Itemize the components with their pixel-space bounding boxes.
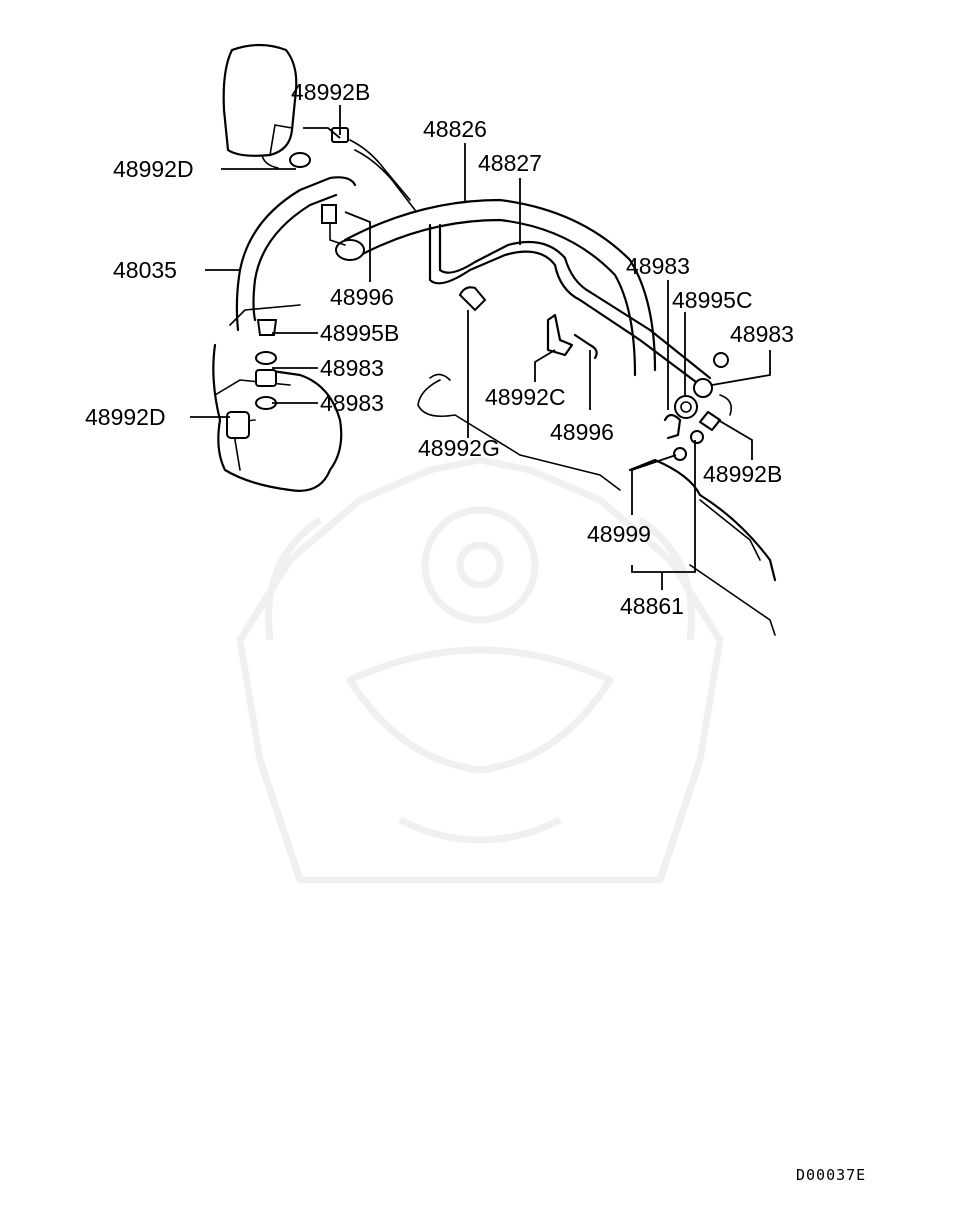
label-48999: 48999	[587, 521, 651, 547]
watermark-emblem	[236, 456, 724, 884]
label-48035: 48035	[113, 257, 177, 283]
label-48983-mid: 48983	[320, 355, 384, 381]
label-48995b: 48995B	[320, 320, 399, 346]
label-48992b-top: 48992B	[291, 79, 370, 105]
label-48996-left: 48996	[330, 284, 394, 310]
label-48992d-top: 48992D	[113, 156, 194, 182]
label-48861: 48861	[620, 593, 684, 619]
label-48983-top: 48983	[626, 253, 690, 279]
label-48983-right: 48983	[730, 321, 794, 347]
label-48983-low: 48983	[320, 390, 384, 416]
part-labels: 48992B 48826 48827 48992D 48035 48996 48…	[85, 79, 866, 1184]
label-48995c: 48995C	[672, 287, 753, 313]
label-48826: 48826	[423, 116, 487, 142]
label-48992d-low: 48992D	[85, 404, 166, 430]
label-48827: 48827	[478, 150, 542, 176]
leader-lines	[190, 105, 771, 590]
label-48992g: 48992G	[418, 435, 500, 461]
diagram-code: D00037E	[796, 1166, 866, 1184]
label-48992b-right: 48992B	[703, 461, 782, 487]
diagram-drawing	[212, 43, 777, 636]
label-48996-right: 48996	[550, 419, 614, 445]
label-48992c: 48992C	[485, 384, 566, 410]
